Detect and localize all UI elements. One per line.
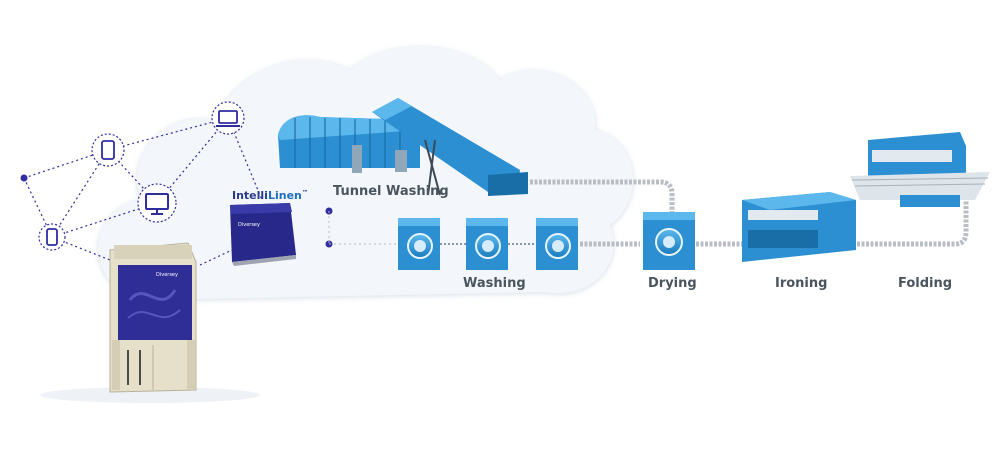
label-folding: Folding	[898, 276, 953, 291]
conveyor-belts	[530, 179, 969, 247]
dryer-machine	[643, 212, 695, 270]
flow-lines-dotted	[328, 211, 398, 245]
ironing-machine	[742, 192, 856, 262]
cabinet-brand-label: Diversey	[156, 272, 178, 278]
intellilinen-device: Diversey	[230, 203, 296, 266]
tablet-icon	[91, 133, 125, 167]
brand-trademark: ™	[301, 189, 308, 197]
intellilinen-brand: IntelliLinen™	[232, 189, 308, 202]
label-drying: Drying	[648, 276, 697, 291]
washing-machine	[536, 218, 578, 270]
dispenser-cabinet: Diversey	[40, 242, 260, 403]
brand-part2: Linen	[267, 189, 302, 202]
device-brand-label: Diversey	[238, 222, 260, 228]
smartphone-icon	[38, 223, 66, 251]
tunnel-washer	[278, 98, 528, 196]
monitor-icon	[137, 183, 177, 223]
laptop-icon	[211, 101, 245, 135]
label-tunnel-washing: Tunnel Washing	[333, 184, 449, 199]
washing-machine	[466, 218, 508, 270]
brand-part1: Intelli	[232, 189, 268, 202]
folding-machine	[850, 132, 990, 207]
label-ironing: Ironing	[775, 276, 828, 291]
washing-machine	[398, 218, 440, 270]
label-washing: Washing	[463, 276, 526, 291]
network-node	[20, 174, 28, 182]
